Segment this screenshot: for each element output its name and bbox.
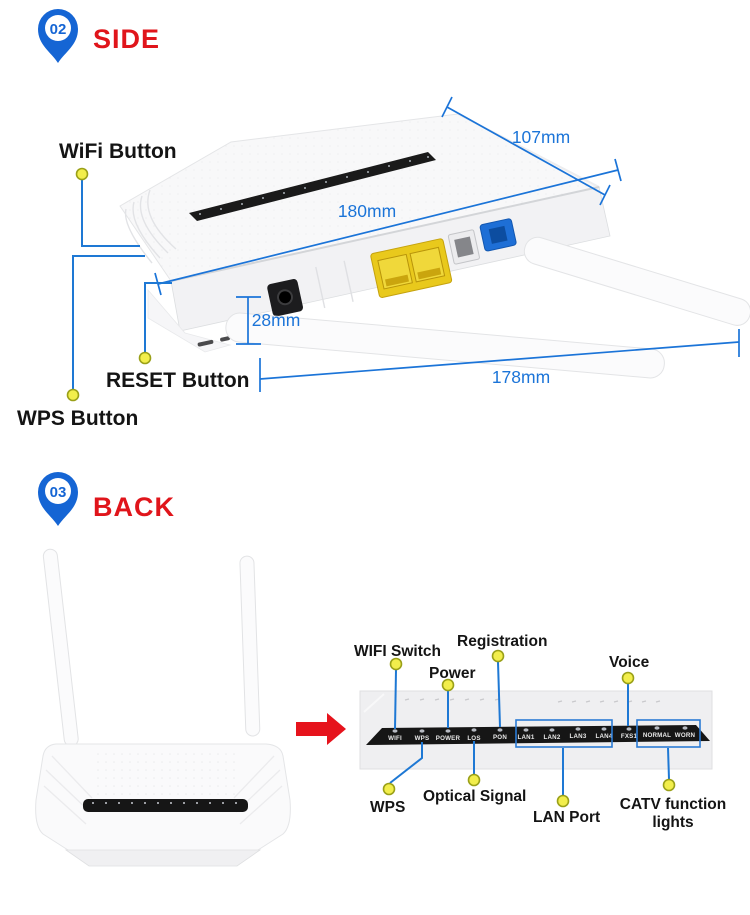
callout-dot [467,773,481,787]
callout-catv-line2: lights [652,814,693,831]
router-corner-ridges [124,189,177,264]
rear-panel-edge-shadow [170,186,600,282]
dim-depth-label: 107mm [512,127,570,147]
callout-optical-signal: Optical Signal [423,788,526,805]
callout-wifi-switch: WIFI Switch [354,643,441,660]
indicator-strip [366,725,710,745]
led-label-wps: WPS [415,735,430,742]
pin-number: 02 [50,21,67,38]
indicator-leds [392,725,688,734]
router-back-view [35,548,291,867]
location-pin-icon: 03 [38,472,78,526]
led-label-los: LOS [467,735,480,742]
callout-dot [441,678,455,692]
side-view-section: 02 SIDE [17,9,750,430]
callout-lan-port: LAN Port [533,809,600,826]
location-pin-icon: 02 [38,9,78,63]
router-base [64,849,262,867]
ethernet-port-opening [454,236,474,258]
panel-callout-lines [389,661,670,795]
led-label-wifi: WIFI [388,735,402,742]
wifi-button-label: WiFi Button [59,140,177,163]
led-label-normal: NORMAL [643,732,671,739]
red-arrow-icon [296,713,346,745]
callout-dot [382,782,396,796]
led-label-lan2: LAN2 [544,734,561,741]
power-jack-hole [277,289,294,306]
led-label-lan4: LAN4 [596,733,613,740]
led-label-power: POWER [436,735,461,742]
router-top-texture [120,114,599,281]
dim-width-label: 180mm [338,201,396,221]
led-strip-lights [92,802,237,804]
router-corner-texture [43,755,283,825]
section-title-side: SIDE [93,24,160,54]
led-panel-closeup: WIFI WPS POWER LOS PON LAN1 LAN2 LAN3 LA… [359,690,713,770]
panel-divider [315,266,326,309]
wps-button-label: WPS Button [17,407,138,430]
top-strip-leds [199,156,429,215]
catv-group-box [636,719,701,748]
antenna [239,555,261,737]
panel-sheen [363,693,385,713]
antenna [42,548,79,747]
callout-dot [621,671,635,685]
callout-registration: Registration [457,633,547,650]
callout-dot [491,649,505,663]
antenna [523,236,750,326]
section-title-back: BACK [93,492,175,522]
callout-dots [66,167,152,402]
led-label-fxs1: FXS1 [621,733,638,740]
callout-lines [72,180,172,389]
callout-dot [138,351,152,365]
pin-number: 03 [50,484,67,501]
dim-height-label: 28mm [252,310,301,330]
led-label-worn: WORN [675,732,696,739]
rear-panel-items [197,218,517,347]
callout-dot [389,657,403,671]
router-bottom-shell [147,288,232,353]
vent-slot [220,336,230,342]
antenna [225,312,665,379]
led-label-pon: PON [493,734,507,741]
lan-port-pins [417,267,442,280]
callout-dot [556,794,570,808]
pin-circle [45,15,71,41]
router-top-led-strip [189,152,436,221]
callout-dot [662,778,676,792]
back-view-section: 03 BACK [35,472,726,867]
panel-divider [343,260,354,302]
pin-circle [45,478,71,504]
vent-slot [197,339,214,347]
lan-port-pins [385,274,410,287]
callout-catv-line1: CATV function [620,796,726,813]
lan-group-box [515,719,613,748]
led-strip [83,799,248,812]
router-dot-texture [92,752,238,798]
router-side-view [119,113,750,379]
fiber-port-opening [488,225,508,244]
led-label-lan1: LAN1 [518,734,535,741]
callout-voice: Voice [609,654,650,671]
callout-dot [75,167,89,181]
callout-power: Power [429,665,476,682]
led-label-lan3: LAN3 [570,733,587,740]
callout-wps: WPS [370,799,405,816]
reset-button-label: RESET Button [106,369,249,392]
callout-dot [66,388,80,402]
dim-antenna-label: 178mm [492,367,550,387]
panel-callout-dots [382,649,676,808]
